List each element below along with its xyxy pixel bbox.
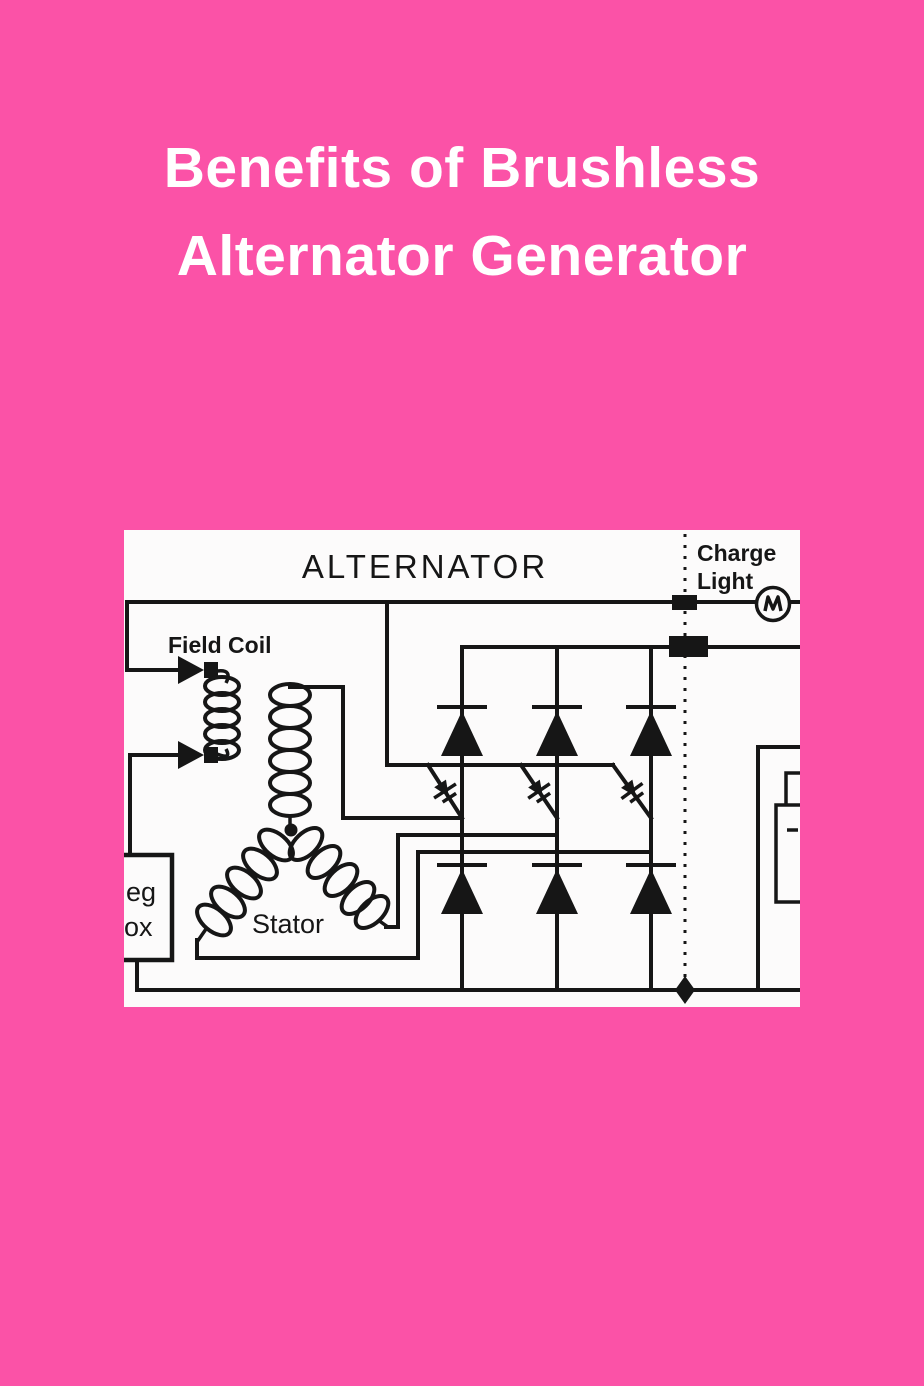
charge-light-label-line1: Charge (697, 540, 776, 566)
stator-phase3-lead (384, 833, 559, 929)
field-coil-winding (203, 675, 241, 761)
ground-node (675, 976, 695, 1004)
circuit-diagram-image: ALTERNATOR Charge Light Field Coil Stato… (107, 530, 810, 1007)
stator-label: Stator (252, 909, 324, 939)
stator-phase1-lead (288, 685, 464, 820)
battery-terminal (784, 771, 810, 809)
stator-phase2-lead (195, 850, 653, 960)
regulator-label-line1: eg (126, 877, 156, 907)
alternator-schematic-svg: ALTERNATOR Charge Light Field Coil Stato… (107, 534, 810, 1004)
field-terminal-arrow-top (178, 656, 204, 684)
diode-trio (385, 600, 654, 821)
field-coil-label: Field Coil (168, 632, 272, 658)
connector-block-large (669, 636, 708, 657)
stator-winding (195, 682, 653, 960)
charge-light-label-line2: Light (697, 568, 754, 594)
rectifier-top-diodes (437, 705, 676, 756)
field-terminal-arrow-bottom (178, 741, 204, 769)
output-bus (460, 636, 802, 657)
rectifier-bottom-diodes (437, 863, 676, 914)
field-coil-circuit (125, 600, 241, 857)
pin-title-line-2: Alternator Generator (176, 224, 748, 289)
stator-neutral-node (284, 823, 298, 837)
battery-branch (756, 745, 810, 992)
regulator-box: eg ox (107, 852, 175, 992)
pin-title: Benefits of Brushless Alternator Generat… (0, 124, 924, 300)
battery-body (774, 803, 810, 904)
charge-light-line (125, 595, 802, 610)
charge-lamp-icon (754, 585, 792, 623)
alternator-title: ALTERNATOR (302, 548, 548, 585)
pin-title-line-1: Benefits of Brushless (163, 136, 761, 201)
regulator-label-line2: ox (124, 912, 153, 942)
